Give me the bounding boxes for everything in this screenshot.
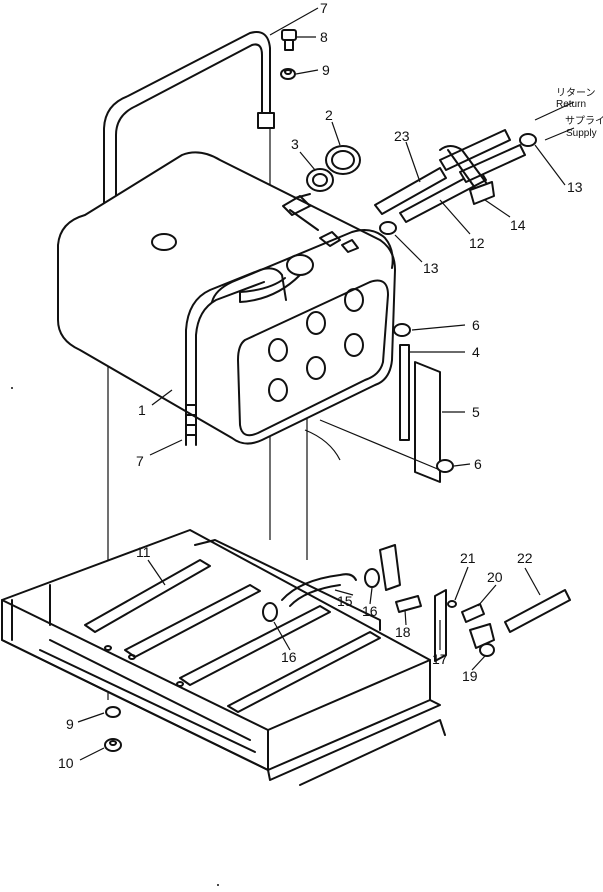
- callout-17: 17: [432, 651, 448, 667]
- callout-10: 10: [58, 755, 74, 771]
- elbow-fitting: [395, 595, 422, 613]
- hose-clamp-1: [364, 568, 380, 588]
- callout-12: 12: [469, 235, 485, 251]
- nut-return: [519, 133, 537, 147]
- tank-strap-lower: [185, 267, 287, 446]
- valve: [469, 623, 495, 657]
- callout-14: 14: [510, 217, 526, 233]
- callout-19: 19: [462, 668, 478, 684]
- callout-11: 11: [136, 544, 151, 560]
- bolt-small: [461, 603, 485, 623]
- dot-mark: [11, 387, 13, 389]
- bracket-clamp: [469, 181, 495, 205]
- callout-13-right: 13: [567, 179, 583, 195]
- callout-16-right: 16: [362, 603, 378, 619]
- callout-22: 22: [517, 550, 533, 566]
- supply-label-jp: サプライ: [565, 115, 603, 127]
- callout-4: 4: [472, 344, 480, 360]
- leader-lines: [77, 7, 575, 761]
- callout-15: 15: [337, 593, 353, 609]
- callout-16-left: 16: [281, 649, 297, 665]
- filler-adapter: [289, 168, 334, 231]
- callout-5: 5: [472, 404, 480, 420]
- nut-bottom: [105, 706, 121, 718]
- nut-bottom-2: [104, 738, 122, 752]
- base-frame: [1, 529, 446, 786]
- return-label-en: Return: [556, 99, 586, 110]
- hose: [281, 573, 357, 607]
- nut-tank: [379, 221, 397, 235]
- tank-bottom-edge: [304, 419, 441, 471]
- callout-13-center: 13: [423, 260, 439, 276]
- hose-clamp-2: [262, 602, 278, 622]
- callout-9-bottom: 9: [66, 716, 74, 732]
- callout-6-upper: 6: [472, 317, 480, 333]
- filler-cap: [325, 145, 361, 175]
- callout-7-lower: 7: [136, 453, 144, 469]
- callout-3: 3: [291, 136, 299, 152]
- callout-20: 20: [487, 569, 503, 585]
- callout-8: 8: [320, 29, 328, 45]
- callout-1: 1: [138, 402, 146, 418]
- nut-top: [280, 68, 296, 80]
- drain-pipe: [504, 589, 571, 633]
- callout-18: 18: [395, 624, 411, 640]
- nut-upper: [393, 323, 411, 337]
- fuel-pipes: [374, 129, 526, 223]
- supply-label-en: Supply: [566, 128, 597, 139]
- callout-21: 21: [460, 550, 476, 566]
- callout-23: 23: [394, 128, 410, 144]
- callout-9-top: 9: [322, 62, 330, 78]
- level-tube: [399, 344, 410, 441]
- return-label-jp: リターン: [556, 87, 596, 99]
- callout-labels: 7 8 9 2 3 23 13 14 12 13 6 4 5 6 1 7 11 …: [58, 0, 603, 771]
- dot-mark-2: [217, 884, 219, 886]
- washer: [447, 600, 457, 608]
- callout-2: 2: [325, 107, 333, 123]
- nut-lower: [436, 459, 454, 473]
- bolt-top: [281, 29, 297, 51]
- callout-7-top: 7: [320, 0, 328, 16]
- guard-plate: [414, 361, 441, 483]
- callout-6-lower: 6: [474, 456, 482, 472]
- u-bolt-strap-top: [103, 31, 275, 246]
